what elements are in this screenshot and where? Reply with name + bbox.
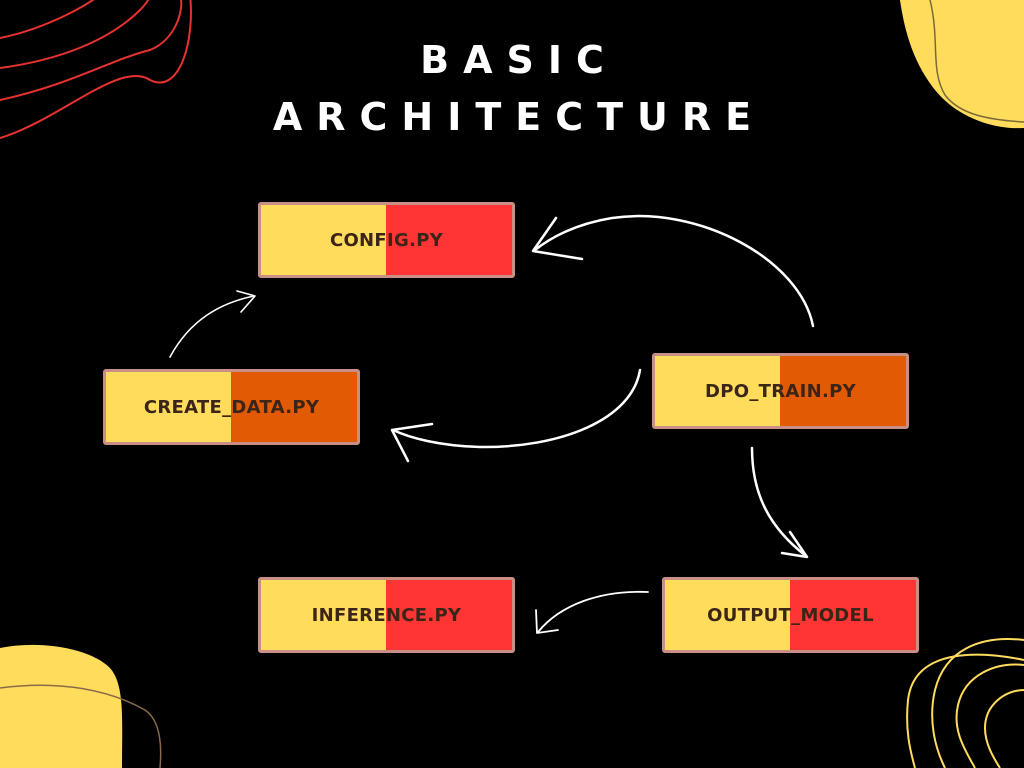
diagram-title-line-1: BASIC <box>420 38 618 82</box>
arrowhead-output-model-to-inference <box>535 609 559 634</box>
arrow-dpo-train-to-config <box>533 214 815 328</box>
node-dpo-train-orange-half <box>780 356 906 426</box>
node-config-yellow-half <box>261 205 389 275</box>
node-config-label: CONFIG.PY <box>329 229 444 251</box>
top-right-yellow-blob <box>900 0 1024 129</box>
node-output-model: OUTPUT_MODEL <box>662 577 919 653</box>
arrow-dpo-train-to-output-model <box>750 446 808 558</box>
node-config: CONFIG.PY <box>258 202 515 278</box>
node-dpo-train-yellow-half <box>655 356 783 426</box>
bottom-right-contour-lines <box>906 638 1024 768</box>
arrowhead-dpo-train-to-create-data <box>390 422 434 463</box>
node-dpo-train: DPO_TRAIN.PY <box>652 353 909 429</box>
top-left-contour-lines <box>0 0 192 139</box>
bottom-left-blob-outline <box>0 684 162 768</box>
bottom-left-yellow-blob <box>0 644 123 768</box>
node-output-model-yellow-half <box>665 580 793 650</box>
arrow-create-data-to-config <box>169 295 255 358</box>
node-create-data: CREATE_DATA.PY <box>103 369 360 445</box>
node-create-data-yellow-half <box>106 372 234 442</box>
node-create-data-orange-half <box>231 372 357 442</box>
node-config-red-half <box>386 205 512 275</box>
node-output-model-red-half <box>790 580 916 650</box>
arrow-dpo-train-to-create-data <box>391 368 642 449</box>
node-inference-label: INFERENCE.PY <box>311 604 462 626</box>
arrowhead-dpo-train-to-output-model <box>780 530 809 559</box>
node-inference-yellow-half <box>261 580 389 650</box>
node-output-model-label: OUTPUT_MODEL <box>707 604 874 626</box>
diagram-title-line-2: ARCHITECTURE <box>272 95 766 139</box>
arrowhead-create-data-to-config <box>236 290 256 313</box>
node-dpo-train-label: DPO_TRAIN.PY <box>705 380 856 402</box>
arrowhead-dpo-train-to-config <box>531 216 584 261</box>
node-inference-red-half <box>386 580 512 650</box>
node-inference: INFERENCE.PY <box>258 577 515 653</box>
node-create-data-label: CREATE_DATA.PY <box>143 396 320 418</box>
arrow-output-model-to-inference <box>537 590 649 633</box>
top-right-blob-outline <box>929 0 1024 123</box>
